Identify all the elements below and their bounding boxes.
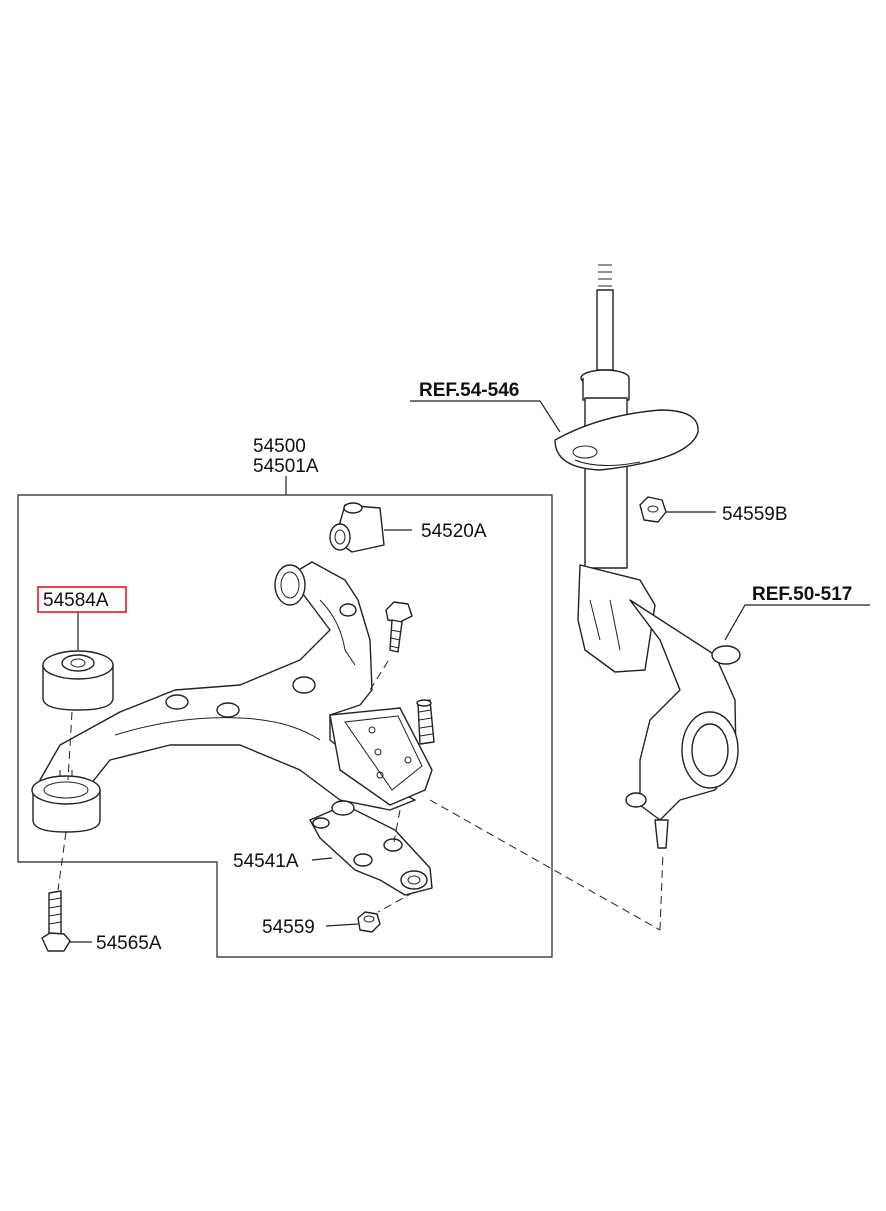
label-54520a: 54520A [421, 521, 487, 542]
rear-bushing-eye [31, 770, 101, 833]
label-ref-54-546: REF.54-546 [419, 380, 519, 401]
highlight-box-54584a [37, 586, 127, 613]
ball-joint-nut [357, 911, 381, 933]
front-bushing [329, 502, 385, 553]
label-54501a: 54501A [253, 456, 319, 477]
arm-bolt-upper [385, 601, 413, 653]
label-54559b: 54559B [722, 504, 788, 525]
rear-bushing [42, 650, 114, 711]
assembly-boundary-box [17, 494, 553, 958]
ball-joint-stud [416, 699, 435, 745]
label-54565a: 54565A [96, 933, 162, 954]
leader-lines [70, 400, 870, 943]
assembly-guide-lines [57, 657, 664, 931]
steering-knuckle [625, 599, 741, 849]
label-54559: 54559 [262, 917, 315, 938]
strut-assembly [554, 264, 699, 673]
label-54541a: 54541A [233, 851, 299, 872]
ball-joint [309, 800, 433, 896]
strut-nut [639, 496, 667, 523]
lower-control-arm [39, 561, 433, 811]
label-54584a: 54584A [43, 590, 109, 611]
label-54500: 54500 [253, 436, 306, 457]
label-ref-50-517: REF.50-517 [752, 584, 852, 605]
lower-bolt [41, 890, 71, 952]
